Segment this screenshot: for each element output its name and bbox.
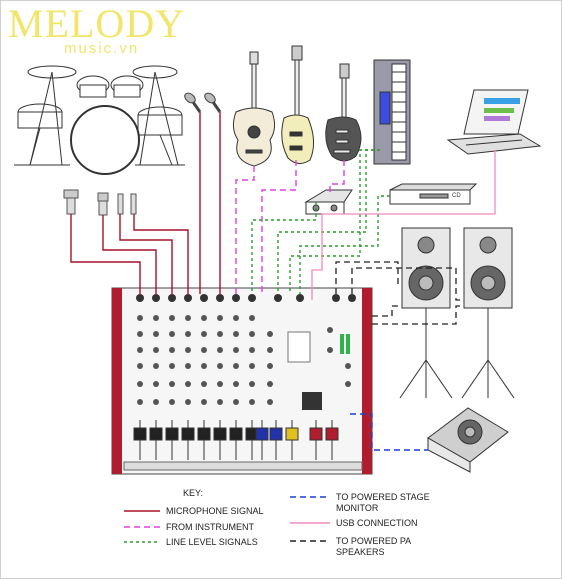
legend-title: KEY:	[183, 488, 204, 498]
logo-sub-text: music.vn	[64, 40, 140, 57]
microphone-icon	[184, 92, 202, 113]
pa-speaker-icon	[399, 227, 453, 399]
drum-kit-icon	[14, 65, 185, 175]
legend-label-microphone-signal: MICROPHONE SIGNAL	[166, 506, 264, 516]
legend-label-pa-speakers: TO POWERED PA SPEAKERS	[336, 536, 412, 557]
keyboard-icon	[373, 59, 411, 165]
legend-label-line-level-signals: LINE LEVEL SIGNALS	[166, 537, 258, 547]
drum-microphones	[63, 189, 137, 216]
microphone-icon	[204, 92, 222, 113]
microphone-icon	[97, 192, 109, 216]
stage-monitor-icon	[427, 407, 509, 473]
bass-guitar-icon	[281, 45, 314, 164]
legend-label-usb-connection: USB CONNECTION	[336, 518, 418, 528]
cd-player-icon	[389, 183, 478, 205]
microphone-icon	[130, 193, 137, 215]
cd-label: CD	[452, 193, 461, 199]
mixer-icon	[111, 287, 373, 475]
instrument-cables	[235, 160, 345, 294]
key-swatches	[124, 496, 330, 543]
microphone-icon	[63, 189, 79, 215]
legend-label-from-instrument: FROM INSTRUMENT	[166, 522, 254, 532]
stage-monitor-cable	[350, 413, 428, 451]
legend-label-stage-monitor: TO POWERED STAGE MONITOR	[336, 492, 430, 513]
di-box-icon	[304, 189, 353, 215]
usb-cable	[311, 150, 496, 300]
acoustic-guitar-icon	[232, 51, 276, 167]
microphone-cables	[70, 112, 221, 294]
laptop-icon	[446, 89, 542, 155]
microphone-icon	[117, 193, 124, 215]
pa-speaker-icon	[461, 227, 515, 399]
electric-guitar-icon	[325, 63, 362, 162]
logo-brand-text: MELODY	[8, 1, 186, 46]
line-level-cables	[251, 149, 390, 294]
pa-speaker-cables	[335, 261, 464, 325]
vocal-microphones	[184, 92, 222, 113]
